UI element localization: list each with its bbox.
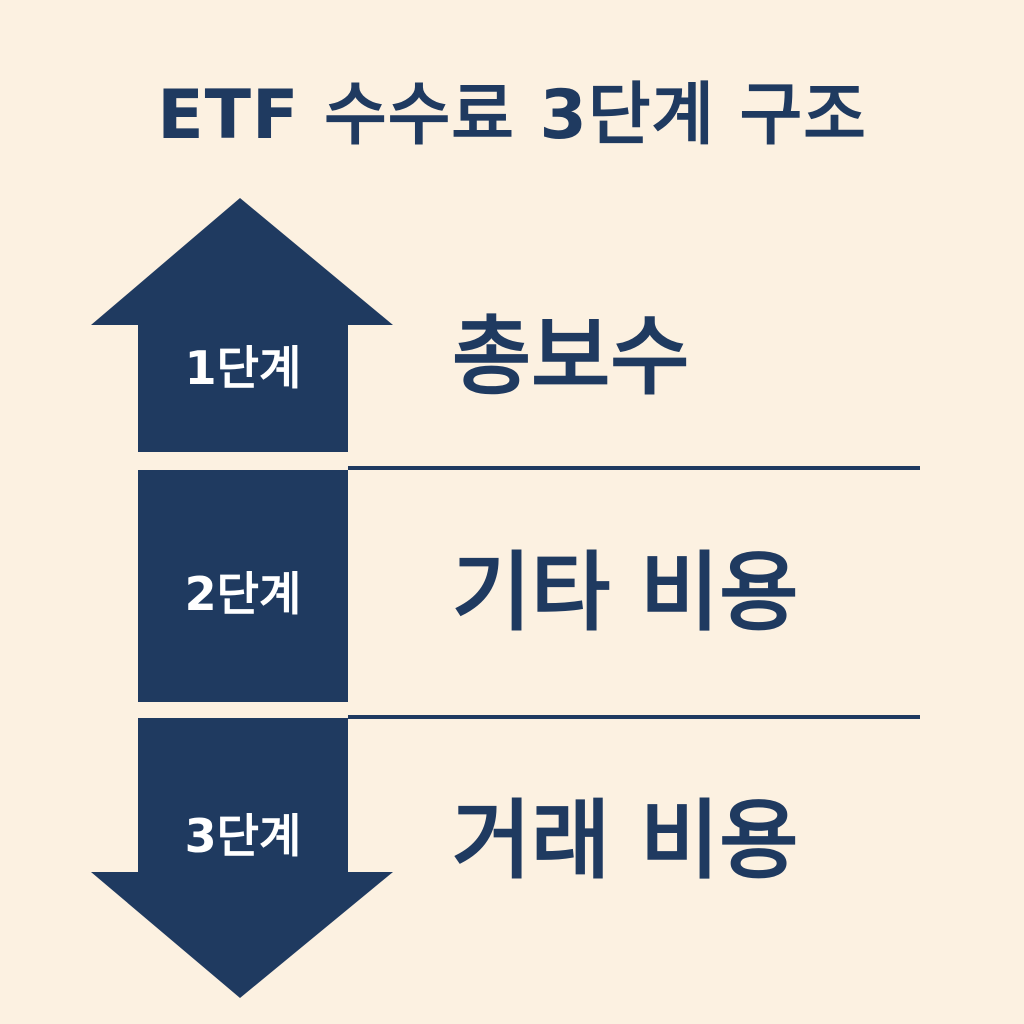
stage-1-name: 총보수 (452, 307, 690, 407)
stage-3-down-arrow (91, 718, 393, 998)
stage-2-block (138, 470, 348, 702)
diagram-title: ETF 수수료 3단계 구조 (157, 76, 867, 155)
stage-3-label: 3단계 (184, 809, 302, 863)
stage-2-name: 기타 비용 (452, 543, 799, 643)
stage-1-up-arrow (91, 198, 393, 452)
stage-3-name: 거래 비용 (452, 791, 799, 891)
divider-1 (348, 466, 920, 470)
divider-2 (348, 715, 920, 719)
stage-1-label: 1단계 (184, 341, 302, 395)
stage-2-label: 2단계 (184, 567, 302, 621)
